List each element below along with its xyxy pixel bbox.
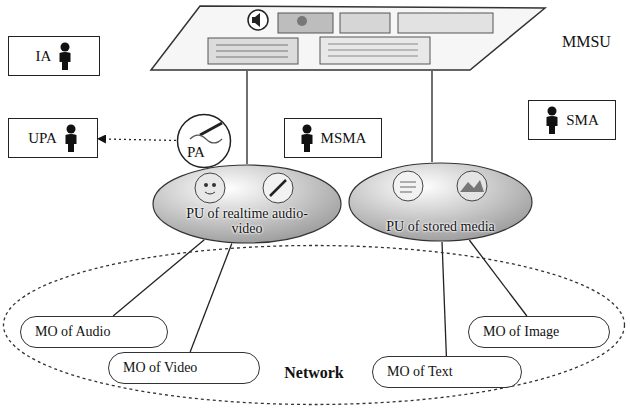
media-object: MO of Text [372, 356, 522, 388]
connector [190, 243, 232, 352]
person-icon [64, 124, 78, 152]
screen-drawing [150, 5, 600, 71]
node-label: IA [36, 48, 52, 65]
agent-box: IA [8, 36, 100, 76]
agent-box: MSMA [284, 118, 382, 158]
node-label: PU of realtime audio-video [180, 207, 315, 236]
node-label: MO of Text [387, 364, 453, 380]
node-label: MO of Audio [35, 324, 110, 340]
media-object: MO of Image [468, 316, 610, 348]
connector [113, 240, 204, 316]
media-object: MO of Video [108, 352, 260, 384]
node-label: Network [284, 364, 344, 382]
node-label: MMSU [562, 33, 611, 51]
node-label: MO of Image [483, 324, 559, 340]
node-label: UPA [28, 130, 57, 147]
node-label: PU of stored media [386, 220, 494, 235]
unit-label-wrap: PU of stored media [348, 217, 533, 235]
agent-circle-shape [176, 113, 232, 169]
connector [442, 242, 446, 356]
unit-label-wrap: PU of realtime audio-video [152, 207, 342, 237]
media-object: MO of Audio [20, 316, 168, 348]
agent-box: UPA [8, 118, 98, 158]
connector [431, 71, 432, 162]
connector [246, 71, 247, 164]
network-region: Network MO of Audio MO of Image MO of Video… [2, 244, 626, 406]
person-icon [545, 106, 559, 134]
node-label: SMA [566, 112, 599, 129]
connector [469, 240, 527, 316]
node-label: MSMA [321, 130, 367, 147]
agent-circle: PA [176, 113, 232, 169]
presentation-unit: PU of stored media [348, 162, 533, 242]
screen-plane: MMSU [150, 5, 600, 71]
node-label: PA [187, 144, 205, 161]
agent-box: SMA [528, 100, 616, 140]
presentation-unit: PU of realtime audio-video [152, 164, 342, 244]
connector [98, 139, 176, 141]
person-icon [58, 42, 72, 70]
node-label: MO of Video [123, 360, 197, 376]
person-icon [300, 124, 314, 152]
